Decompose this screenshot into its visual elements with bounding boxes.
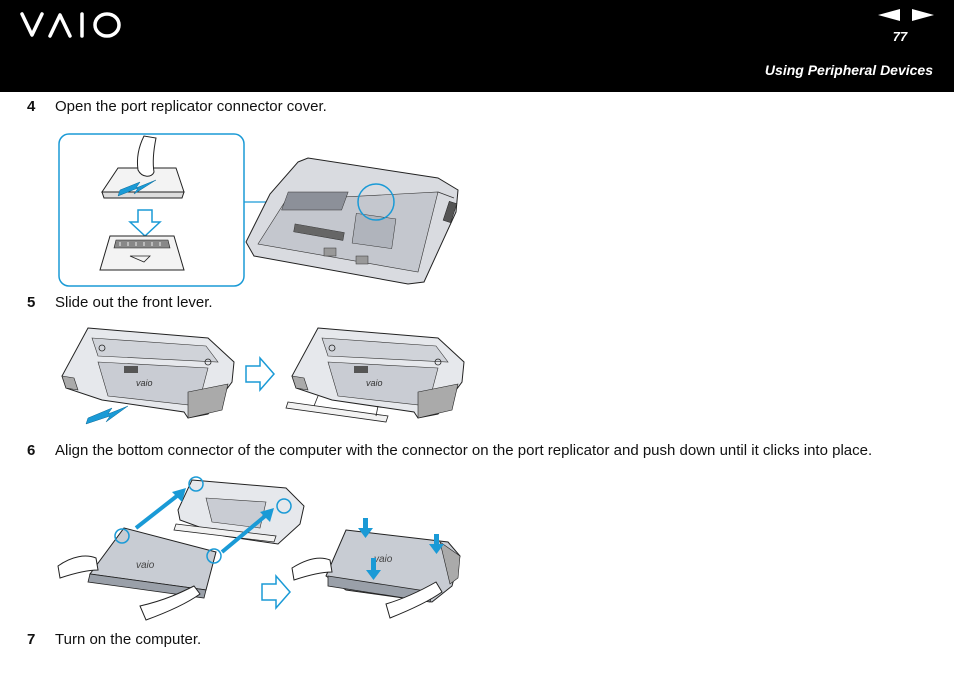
step-text: Align the bottom connector of the comput… <box>55 442 873 459</box>
port-replicator-lever-out: vaio <box>285 327 465 423</box>
triangle-left-icon[interactable] <box>878 9 900 21</box>
push-arrow-3 <box>371 558 376 570</box>
step-7: 7 Turn on the computer. <box>27 631 201 648</box>
right-arrow-icon <box>261 574 291 610</box>
section-title: Using Peripheral Devices <box>764 62 933 78</box>
down-arrow-icon <box>128 209 162 238</box>
left-hand-icon <box>57 555 99 579</box>
right-hand-icon <box>139 585 201 621</box>
right-hand-icon <box>385 581 443 619</box>
align-arrow-left <box>134 490 184 530</box>
step-text: Turn on the computer. <box>55 631 202 648</box>
step-text: Open the port replicator connector cover… <box>55 98 327 115</box>
page-number: 77 <box>892 29 908 44</box>
step-number: 5 <box>27 294 36 311</box>
step-5: 5 Slide out the front lever. <box>27 294 213 311</box>
left-hand-icon <box>291 557 333 581</box>
push-arrow-1 <box>363 518 368 528</box>
figure-dock-computer: vaio vaio <box>57 476 461 621</box>
push-arrow-2 <box>434 534 439 544</box>
slide-arrow-icon <box>85 405 129 425</box>
port-replicator-closed: vaio <box>61 327 235 419</box>
port-replicator <box>173 479 305 545</box>
laptop-logo: vaio <box>136 560 155 571</box>
figure-slide-front-lever: vaio vaio <box>61 327 465 425</box>
figure-open-connector-cover <box>58 133 459 287</box>
align-arrow-right <box>220 510 272 554</box>
cover-closed <box>101 167 185 199</box>
replicator-logo: vaio <box>136 378 153 388</box>
cover-open <box>99 235 185 271</box>
step-6: 6 Align the bottom connector of the compu… <box>27 442 872 459</box>
highlight-circle <box>357 183 395 221</box>
step-number: 4 <box>27 98 36 115</box>
laptop-docked: vaio <box>325 529 461 603</box>
triangle-right-icon[interactable] <box>912 9 934 21</box>
laptop-bottom <box>245 157 459 285</box>
laptop-closed: vaio <box>87 527 217 599</box>
replicator-logo: vaio <box>366 378 383 388</box>
right-arrow-icon <box>245 356 275 392</box>
step-number: 6 <box>27 442 36 459</box>
vaio-logo <box>20 12 121 38</box>
slide-arrow-icon <box>117 179 157 197</box>
step-text: Slide out the front lever. <box>55 294 213 311</box>
finger-icon <box>137 135 157 177</box>
step-4: 4 Open the port replicator connector cove… <box>27 98 327 115</box>
page-header: 77 Using Peripheral Devices <box>0 0 954 92</box>
laptop-logo: vaio <box>374 554 393 565</box>
step-number: 7 <box>27 631 36 648</box>
